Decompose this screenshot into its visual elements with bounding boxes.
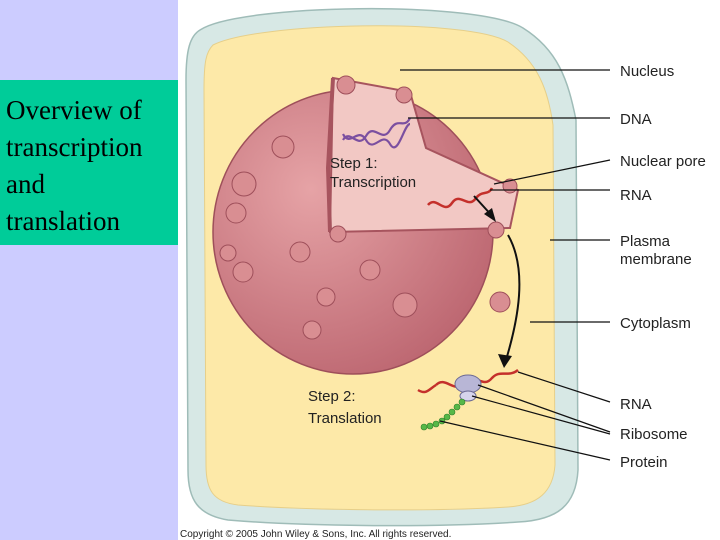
title-line: Overview of: [6, 95, 142, 125]
protein-chain: [420, 398, 466, 431]
label-membrane: membrane: [620, 251, 692, 268]
title-line: translation: [6, 206, 120, 236]
arrowhead: [498, 354, 512, 368]
title-line: and: [6, 169, 45, 199]
leader-ribosome: [471, 395, 611, 435]
label-ribosome: Ribosome: [620, 426, 688, 443]
cell-diagram-panel: Nucleus DNA Nuclear pore RNA Plasma memb…: [178, 0, 720, 540]
slide-title: Overview of transcription and translatio…: [6, 92, 178, 240]
rna-strand-nucleus: [427, 187, 494, 209]
leader-nuclear-pore: [493, 159, 611, 185]
step1-subtitle: Transcription: [330, 174, 416, 191]
label-dna: DNA: [620, 111, 652, 128]
leader-rna-bottom: [517, 371, 611, 403]
label-rna-top: RNA: [620, 187, 652, 204]
step2-subtitle: Translation: [308, 410, 382, 427]
arrow-export: [505, 234, 521, 361]
label-nuclear-pore: Nuclear pore: [620, 153, 706, 170]
ribosome: [454, 374, 482, 394]
dna-helix: [342, 117, 411, 149]
label-rna-bottom: RNA: [620, 396, 652, 413]
nuclear-envelope-edge: [325, 77, 335, 233]
copyright-notice: Copyright © 2005 John Wiley & Sons, Inc.…: [180, 529, 451, 540]
nuclear-pores: [219, 75, 518, 340]
rna-strand-cytoplasm: [417, 383, 437, 394]
label-nucleus: Nucleus: [620, 63, 674, 80]
title-box: [0, 80, 178, 245]
title-line: transcription: [6, 132, 143, 162]
ribosome: [459, 390, 477, 402]
leader-ribosome: [477, 384, 611, 433]
label-plasma: Plasma: [620, 233, 671, 250]
step2-title: Step 2:: [308, 388, 356, 405]
label-cytoplasm: Cytoplasm: [620, 315, 691, 332]
leader-protein: [439, 420, 611, 461]
cell-diagram: Nucleus DNA Nuclear pore RNA Plasma memb…: [180, 7, 706, 540]
step1-title: Step 1:: [330, 155, 378, 172]
arrowhead: [484, 208, 496, 222]
label-protein: Protein: [620, 454, 668, 471]
